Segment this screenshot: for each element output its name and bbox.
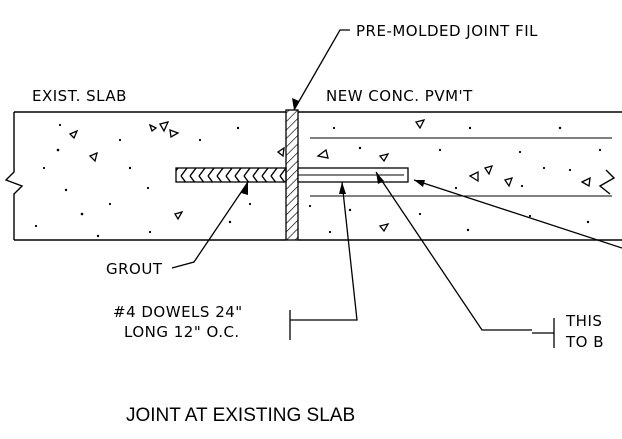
dowels-label-line1: #4 DOWELS 24": [113, 303, 243, 321]
dowel-bar: [297, 167, 409, 183]
grouted-dowel: [175, 167, 287, 183]
leader-lines: [171, 29, 622, 348]
arrowheads: [241, 98, 425, 195]
grout-label: GROUT: [106, 260, 163, 278]
new-pavement-label: NEW CONC. PVM'T: [326, 87, 473, 105]
drawing-title: JOINT AT EXISTING SLAB: [126, 405, 355, 426]
existing-slab: [4, 111, 286, 241]
dowels-label-line2: LONG 12" O.C.: [124, 323, 240, 341]
aggregate-dots: [34, 123, 602, 238]
joint-filler-label: PRE-MOLDED JOINT FIL: [356, 22, 538, 40]
note-label-line1: THIS: [565, 312, 602, 330]
note-label-line2: TO B: [565, 333, 604, 351]
joint-filler: [285, 109, 299, 241]
aggregate-marks: [68, 119, 591, 233]
existing-slab-label: EXIST. SLAB: [32, 87, 127, 105]
